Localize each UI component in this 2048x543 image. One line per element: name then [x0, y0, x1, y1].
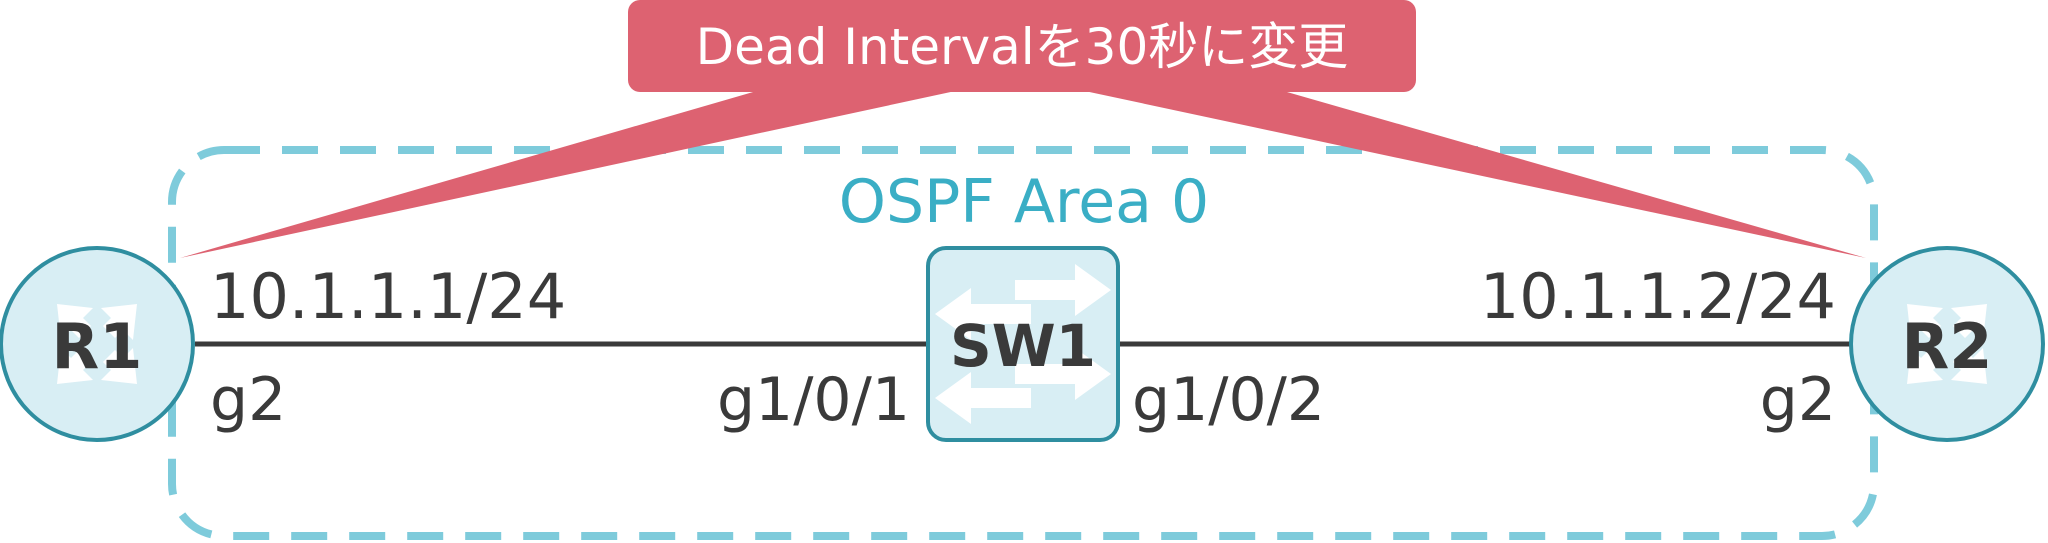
switch-sw1[interactable]: SW1 [926, 246, 1120, 442]
callout-box [628, 0, 1416, 92]
router-icon [57, 304, 137, 384]
r2-port-label: g2 [1760, 365, 1836, 435]
router-r1-body [0, 246, 195, 442]
switch-sw1-label: SW1 [950, 312, 1096, 380]
router-icon [1907, 304, 1987, 384]
sw1-port-right-label: g1/0/2 [1132, 365, 1325, 435]
sw1-port-left-label: g1/0/1 [717, 365, 910, 435]
router-r2-body [1849, 246, 2045, 442]
callout-pointer-r1 [180, 90, 960, 258]
r2-ip-label: 10.1.1.2/24 [1480, 260, 1836, 333]
callout-pointer-r2 [1080, 90, 1866, 258]
router-r1[interactable]: R1 [0, 246, 195, 442]
r1-port-label: g2 [210, 365, 286, 435]
r1-ip-label: 10.1.1.1/24 [210, 260, 566, 333]
area-label: OSPF Area 0 [839, 167, 1209, 237]
callout-text: Dead Intervalを30秒に変更 [696, 18, 1349, 76]
switch-icon [935, 264, 1111, 424]
router-r1-label: R1 [52, 310, 143, 383]
router-r2-label: R2 [1902, 310, 1993, 383]
router-r2[interactable]: R2 [1849, 246, 2045, 442]
